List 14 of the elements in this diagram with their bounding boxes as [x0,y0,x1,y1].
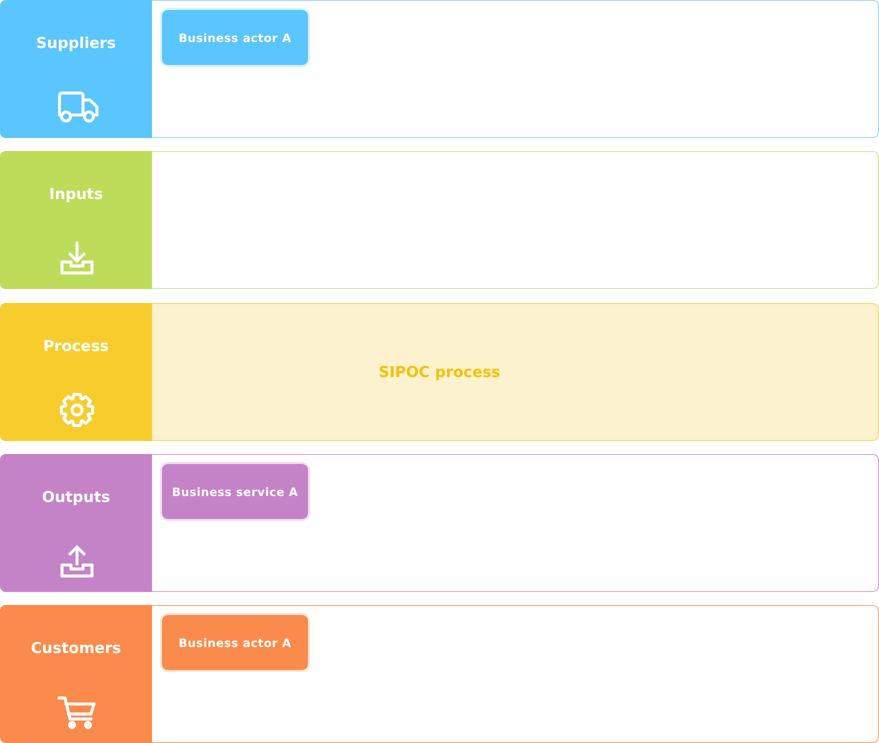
lane-row [0,303,879,441]
lane-row [0,454,879,592]
lane-title: Process [43,336,109,356]
lane-row [0,605,879,743]
lane-label: SIPOC process [378,362,500,382]
lane-title: Customers [30,638,122,658]
lane-row [0,0,879,138]
item-card: Business actor A [160,613,310,672]
lane-row [0,151,879,289]
lane-title: Suppliers [36,33,116,53]
item-card: Business actor A [160,8,310,67]
lane-title: Outputs [42,487,110,507]
lane-title: Inputs [49,184,103,204]
item-card: Business service A [160,462,310,521]
